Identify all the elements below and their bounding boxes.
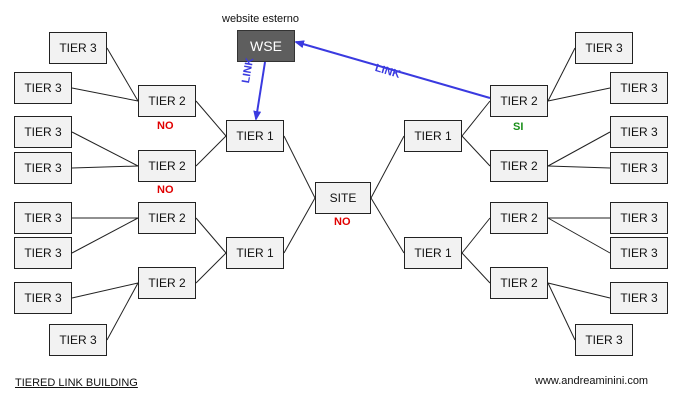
site-node: SITE: [315, 182, 371, 214]
external-website-label: website esterno: [222, 13, 300, 25]
connector-line: [461, 100, 491, 137]
status-si-tier2: SI: [513, 121, 524, 133]
tier1-node: TIER 1: [404, 237, 462, 269]
connector-line: [71, 87, 139, 102]
tier3-node: TIER 3: [610, 202, 668, 234]
tier3-node: TIER 3: [575, 324, 633, 356]
tier2-node: TIER 2: [490, 85, 548, 117]
connector-line: [370, 135, 405, 199]
connector-line: [283, 197, 316, 254]
tier2-node: TIER 2: [138, 267, 196, 299]
connector-line: [461, 252, 491, 284]
connector-line: [71, 217, 139, 254]
status-no-tier2: NO: [157, 184, 174, 196]
connector-line: [370, 197, 405, 254]
tier3-node: TIER 3: [14, 116, 72, 148]
tier3-node: TIER 3: [49, 324, 107, 356]
tier3-node: TIER 3: [610, 237, 668, 269]
link-arrow-to-tier1: [253, 61, 266, 121]
connector-line: [71, 131, 139, 167]
tier3-node: TIER 3: [610, 116, 668, 148]
tier3-node: TIER 3: [610, 72, 668, 104]
tier3-node: TIER 3: [14, 282, 72, 314]
tier2-node: TIER 2: [138, 202, 196, 234]
tier3-node: TIER 3: [14, 152, 72, 184]
connector-line: [71, 282, 139, 299]
connector-line: [195, 217, 227, 254]
tier1-node: TIER 1: [226, 120, 284, 152]
tier2-node: TIER 2: [490, 150, 548, 182]
tier3-node: TIER 3: [610, 152, 668, 184]
tier2-node: TIER 2: [138, 150, 196, 182]
connector-line: [461, 217, 491, 254]
tier3-node: TIER 3: [14, 237, 72, 269]
link-arrow-to-wse: [294, 40, 491, 99]
connector-line: [283, 135, 316, 199]
connector-line: [195, 100, 227, 137]
tier3-node: TIER 3: [14, 202, 72, 234]
tier2-node: TIER 2: [138, 85, 196, 117]
status-no-tier2: NO: [157, 120, 174, 132]
tier2-node: TIER 2: [490, 267, 548, 299]
connector-line: [547, 47, 576, 102]
connector-line: [547, 131, 611, 167]
connector-line: [547, 282, 611, 299]
connector-line: [547, 217, 611, 254]
connector-line: [106, 47, 139, 102]
tier1-node: TIER 1: [404, 120, 462, 152]
footer-url: www.andreaminini.com: [535, 375, 649, 387]
tier3-node: TIER 3: [49, 32, 107, 64]
connector-line: [195, 252, 227, 284]
connector-line: [106, 282, 139, 341]
tier2-node: TIER 2: [490, 202, 548, 234]
status-no-site: NO: [334, 216, 351, 228]
tier3-node: TIER 3: [14, 72, 72, 104]
connector-line: [195, 135, 227, 167]
tier3-node: TIER 3: [610, 282, 668, 314]
connector-line: [461, 135, 491, 167]
diagram-caption: TIERED LINK BUILDING: [15, 377, 138, 389]
tier3-node: TIER 3: [575, 32, 633, 64]
wse-node: WSE: [237, 30, 295, 62]
connector-line: [547, 87, 611, 102]
connector-line: [547, 165, 611, 169]
tier1-node: TIER 1: [226, 237, 284, 269]
connector-line: [71, 165, 139, 169]
connector-line: [547, 282, 576, 341]
